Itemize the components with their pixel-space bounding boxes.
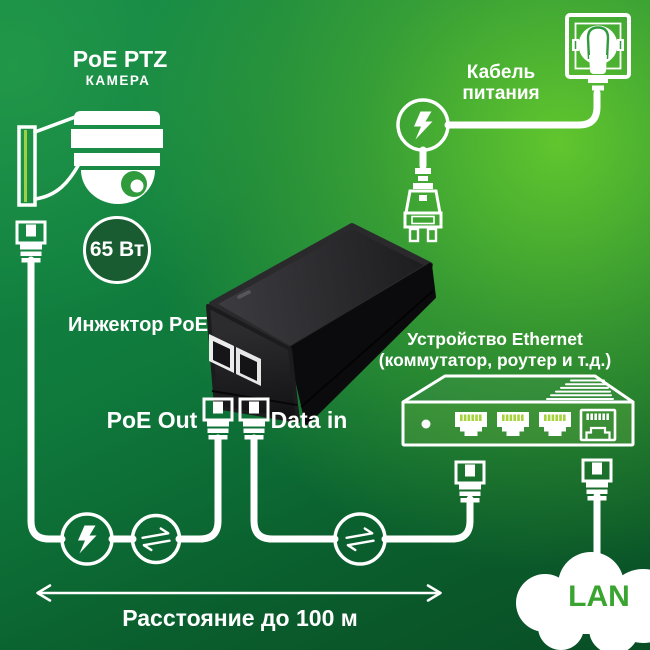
injector-label: Инжектор PoE	[68, 314, 208, 336]
data-cable-right	[381, 495, 474, 543]
ethernet-switch-icon	[401, 374, 635, 447]
camera-band1	[71, 129, 163, 148]
transfer-glyph	[140, 526, 172, 553]
ethernet-plug-icon	[15, 220, 47, 264]
ptz-dome-camera-icon	[17, 111, 163, 207]
power-cable-label-line1: Кабель	[466, 62, 536, 83]
double-arrow-icon	[36, 584, 442, 602]
ethernet-device-label-line1: Устройство Ethernet	[407, 329, 583, 349]
camera-band2	[74, 153, 160, 166]
cables	[27, 89, 601, 578]
icon-circles	[60, 98, 450, 566]
power-plug-icon	[403, 168, 443, 243]
power-cable-label: Кабель питания	[431, 62, 571, 104]
power-cable-label-line2: питания	[462, 83, 540, 104]
camera-cable	[27, 256, 66, 543]
camera-subtitle: КАМЕРА	[85, 73, 151, 88]
transfer-glyph	[344, 526, 376, 553]
lan-label: LAN	[568, 580, 630, 613]
camera-wall-mount	[17, 125, 37, 207]
camera-lens-glass	[130, 179, 144, 193]
camera-title: PoE PTZ	[72, 46, 168, 72]
ethernet-device-label-line2: (коммутатор, роутер и т.д.)	[378, 349, 612, 370]
camera-arm-bottom	[33, 162, 81, 201]
bolt-glyph	[78, 525, 97, 554]
distance-label: Расстояние до 100 м	[122, 605, 358, 631]
data-transfer-icon	[333, 512, 387, 566]
camera-arm-top	[33, 114, 80, 134]
power-badge: 65 Вт	[83, 216, 151, 284]
switch-port-outline	[579, 408, 617, 442]
poe-cable-right	[175, 434, 222, 543]
data-transfer-icon	[130, 513, 182, 565]
poe-out-label: PoE Out	[106, 407, 198, 433]
switch-vents	[546, 379, 614, 400]
data-cable-left	[250, 434, 339, 543]
cloud-icon	[516, 552, 650, 650]
poe-injector-device	[206, 223, 436, 425]
ethernet-device-label: Устройство Ethernet (коммутатор, роутер …	[355, 329, 635, 370]
injector-led	[237, 290, 251, 299]
bolt-glyph	[414, 111, 433, 140]
injector-port1-hole	[213, 341, 230, 368]
power-cable	[444, 89, 601, 129]
switch-led	[421, 419, 431, 429]
injector-port2-hole	[240, 354, 257, 381]
camera-cap	[74, 111, 160, 125]
injector-seam	[300, 290, 434, 408]
power-bolt-icon	[60, 512, 114, 566]
injector-side-face	[288, 263, 436, 425]
wall-socket-icon	[565, 13, 631, 91]
data-in-label: Data in	[270, 407, 348, 433]
power-bolt-icon	[396, 98, 450, 152]
